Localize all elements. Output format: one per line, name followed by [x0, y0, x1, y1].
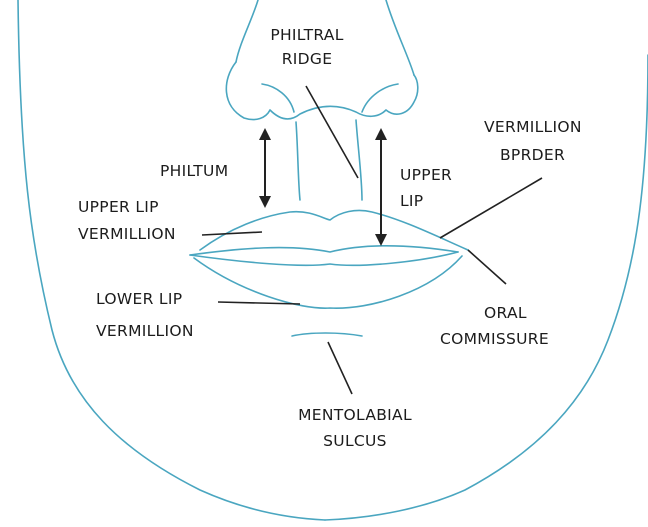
nose-bridge-left: [236, 0, 258, 62]
label-upper-lip-line2: LIP: [400, 192, 423, 210]
philtum-arrow-head-bottom: [259, 196, 271, 208]
label-philtral-ridge-line1: PHILTRAL: [270, 26, 343, 44]
upper-lip-arrow-head-top: [375, 128, 387, 140]
label-upper-lip-vermillion-line1: UPPER LIP: [78, 198, 159, 216]
nostril-left: [262, 84, 294, 112]
lip-mouth-line: [190, 252, 458, 265]
face-contour-left: [18, 0, 325, 520]
label-oral-commissure-line1: ORAL: [484, 304, 527, 322]
leader-vermillion-border: [440, 178, 542, 238]
label-vermillion-border-line2: BPRDER: [500, 146, 565, 164]
label-upper-lip-vermillion-line2: VERMILLION: [78, 225, 176, 243]
leader-mentolabial-sulcus: [328, 342, 352, 394]
label-lower-lip-vermillion-line2: VERMILLION: [96, 322, 194, 340]
label-mentolabial-sulcus-line1: MENTOLABIAL: [298, 406, 412, 424]
lips: [190, 210, 468, 336]
nose-base: [226, 62, 417, 120]
leader-upper-lip-vermillion: [202, 232, 262, 235]
label-philtral-ridge-line2: RIDGE: [282, 50, 333, 68]
philtrum: [296, 120, 362, 200]
label-philtum: PHILTUM: [160, 162, 228, 180]
upper-lip-inner: [190, 246, 458, 255]
philtum-arrow: [259, 128, 271, 208]
nostril-right: [362, 84, 398, 112]
philtral-column-left: [296, 122, 300, 200]
label-oral-commissure-line2: COMMISSURE: [440, 330, 549, 348]
label-mentolabial-sulcus-line2: SULCUS: [323, 432, 387, 450]
label-upper-lip-line1: UPPER: [400, 166, 452, 184]
upper-lip-arrow-head-bottom: [375, 234, 387, 246]
philtum-arrow-head-top: [259, 128, 271, 140]
label-vermillion-border-line1: VERMILLION: [484, 118, 582, 136]
upper-lip-arrow: [375, 128, 387, 246]
upper-lip-cupids-bow: [200, 210, 468, 250]
leader-oral-commissure: [468, 250, 506, 284]
mentolabial-sulcus-line: [292, 333, 362, 336]
label-lower-lip-vermillion-line1: LOWER LIP: [96, 290, 182, 308]
nose-bridge-right: [386, 0, 414, 75]
philtral-column-right: [356, 120, 362, 200]
leader-philtral-ridge: [306, 86, 358, 178]
